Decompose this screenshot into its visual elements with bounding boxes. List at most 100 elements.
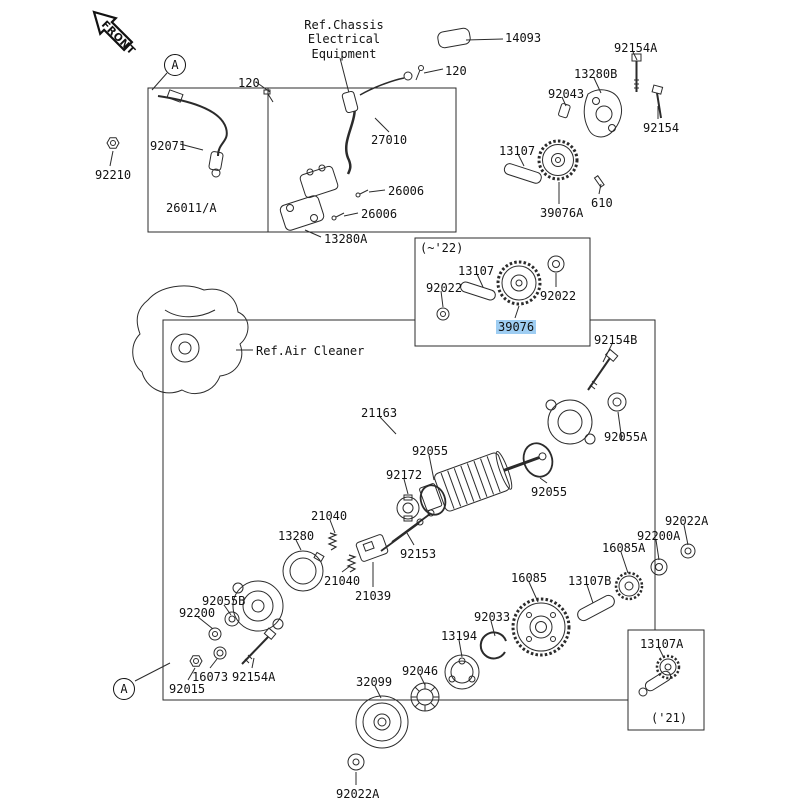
part-label-92200a[interactable]: 92200A [637,529,681,543]
part-label-92200[interactable]: 92200 [179,606,216,620]
washer-92022a-lower-drawing [347,753,365,771]
part-label-92022a-2[interactable]: 92022A [336,787,380,801]
box-starter-cable [267,87,457,233]
part-label-16073[interactable]: 16073 [192,670,229,684]
washer-92200-drawing [208,627,222,641]
clutch-housing-32099-drawing [355,695,409,749]
box-starter-motor-assembly [162,319,656,701]
bolt-92154b-drawing [587,348,619,391]
part-label-92055b[interactable]: 92055B [202,594,246,608]
part-label-27010[interactable]: 27010 [371,133,408,147]
shaft-13107b-drawing [577,594,615,622]
pin-610-drawing [593,175,605,188]
part-label-13194[interactable]: 13194 [441,629,478,643]
part-label-92022a-1[interactable]: 92022A [665,514,709,528]
part-label-92055-2[interactable]: 92055 [531,485,568,499]
part-label-26006-2[interactable]: 26006 [361,207,398,221]
shaft-13107-v22-drawing [460,281,496,301]
washer-92022-left-drawing [436,307,450,321]
screw-120-drawing [415,65,424,81]
solenoid-cover-drawing [545,399,596,445]
part-label-120-1[interactable]: 120 [238,76,260,90]
part-label-13280[interactable]: 13280 [278,529,315,543]
box-variant-21 [627,629,705,731]
part-label-92154b[interactable]: 92154B [594,333,638,347]
brush-plate-92172-drawing [396,494,420,522]
ref-chassis-electrical-note: Ref.Chassis Electrical Equipment [304,18,384,61]
front-bracket-drawing [232,580,284,632]
part-label-13107-1[interactable]: 13107 [499,144,536,158]
part-label-92033[interactable]: 92033 [474,610,511,624]
part-label-13280b[interactable]: 13280B [574,67,618,81]
oring-92055-rear-drawing [522,442,554,478]
part-label-92046[interactable]: 92046 [402,664,439,678]
part-label-92172[interactable]: 92172 [386,468,423,482]
gear-39076a-drawing [537,139,579,181]
end-cover-13280-drawing [282,550,325,592]
part-label-32099[interactable]: 32099 [356,675,393,689]
variant-note-21: ('21) [651,711,688,725]
part-label-92154[interactable]: 92154 [643,121,680,135]
washer-92022a-upper-drawing [680,543,696,559]
bracket-13280a-drawing [279,195,325,231]
part-label-92015[interactable]: 92015 [169,682,206,696]
part-label-21163[interactable]: 21163 [361,406,398,420]
part-label-26011a[interactable]: 26011/A [166,201,217,215]
gear-16085-drawing [511,597,571,657]
cap-14093-drawing [437,27,471,49]
part-label-92154a-1[interactable]: 92154A [614,41,658,55]
part-label-92153[interactable]: 92153 [400,547,437,561]
gear-16085a-drawing [614,571,644,601]
part-label-16085a[interactable]: 16085A [602,541,646,555]
part-label-92043[interactable]: 92043 [548,87,585,101]
part-label-92210[interactable]: 92210 [95,168,132,182]
group-boxes [147,87,705,731]
part-label-16085[interactable]: 16085 [511,571,548,585]
part-label-39076a[interactable]: 39076A [540,206,584,220]
part-label-14093[interactable]: 14093 [505,31,542,45]
part-label-92071[interactable]: 92071 [150,139,187,153]
gear-39076-drawing [496,260,542,306]
spacer-92043-drawing [558,103,571,119]
part-label-21040-2[interactable]: 21040 [324,574,361,588]
part-label-39076[interactable]: 39076 [496,320,537,335]
washer-16073-drawing [213,646,227,660]
front-label: FRONT [99,19,138,58]
part-label-610[interactable]: 610 [591,196,613,210]
part-label-92022-2[interactable]: 92022 [540,289,577,303]
snap-ring-92033-drawing [479,631,507,660]
bolt-92154-drawing [651,84,664,119]
terminal-bolt-92154a-drawing [241,627,277,665]
front-arrow-icon: FRONT [92,10,138,58]
part-label-13280a[interactable]: 13280A [324,232,368,246]
brush-holder-21039-drawing [355,534,389,562]
washer-92200a-drawing [650,558,668,576]
part-label-21039[interactable]: 21039 [355,589,392,603]
needle-bearing-92046-drawing [410,682,440,712]
starter-cable-27010-drawing [341,71,413,175]
brush-springs-21040-drawing [327,532,357,573]
nut-92210-drawing [106,137,120,149]
marker-leader-lines [134,72,171,682]
section-marker-a-bottom: A [113,678,135,700]
gear-shaft-13107a-drawing [638,654,681,697]
washer-92055b-drawing [224,611,240,627]
part-label-13107-2[interactable]: 13107 [458,264,495,278]
screws-26006-drawing [331,189,369,221]
part-label-92022-1[interactable]: 92022 [426,281,463,295]
leader-lines [109,38,689,785]
part-label-21040-1[interactable]: 21040 [311,509,348,523]
relay-drawing [299,164,339,199]
part-label-13107a[interactable]: 13107A [640,637,684,651]
part-label-120-2[interactable]: 120 [445,64,467,78]
part-label-26006-1[interactable]: 26006 [388,184,425,198]
section-marker-a-top: A [164,54,186,76]
handlebar-switch-drawing [157,89,274,178]
part-label-92055-1[interactable]: 92055 [412,444,449,458]
part-label-92055a[interactable]: 92055A [604,430,648,444]
through-bolts-92153-drawing [380,509,435,552]
part-label-13107b[interactable]: 13107B [568,574,612,588]
part-label-92154a-2[interactable]: 92154A [232,670,276,684]
